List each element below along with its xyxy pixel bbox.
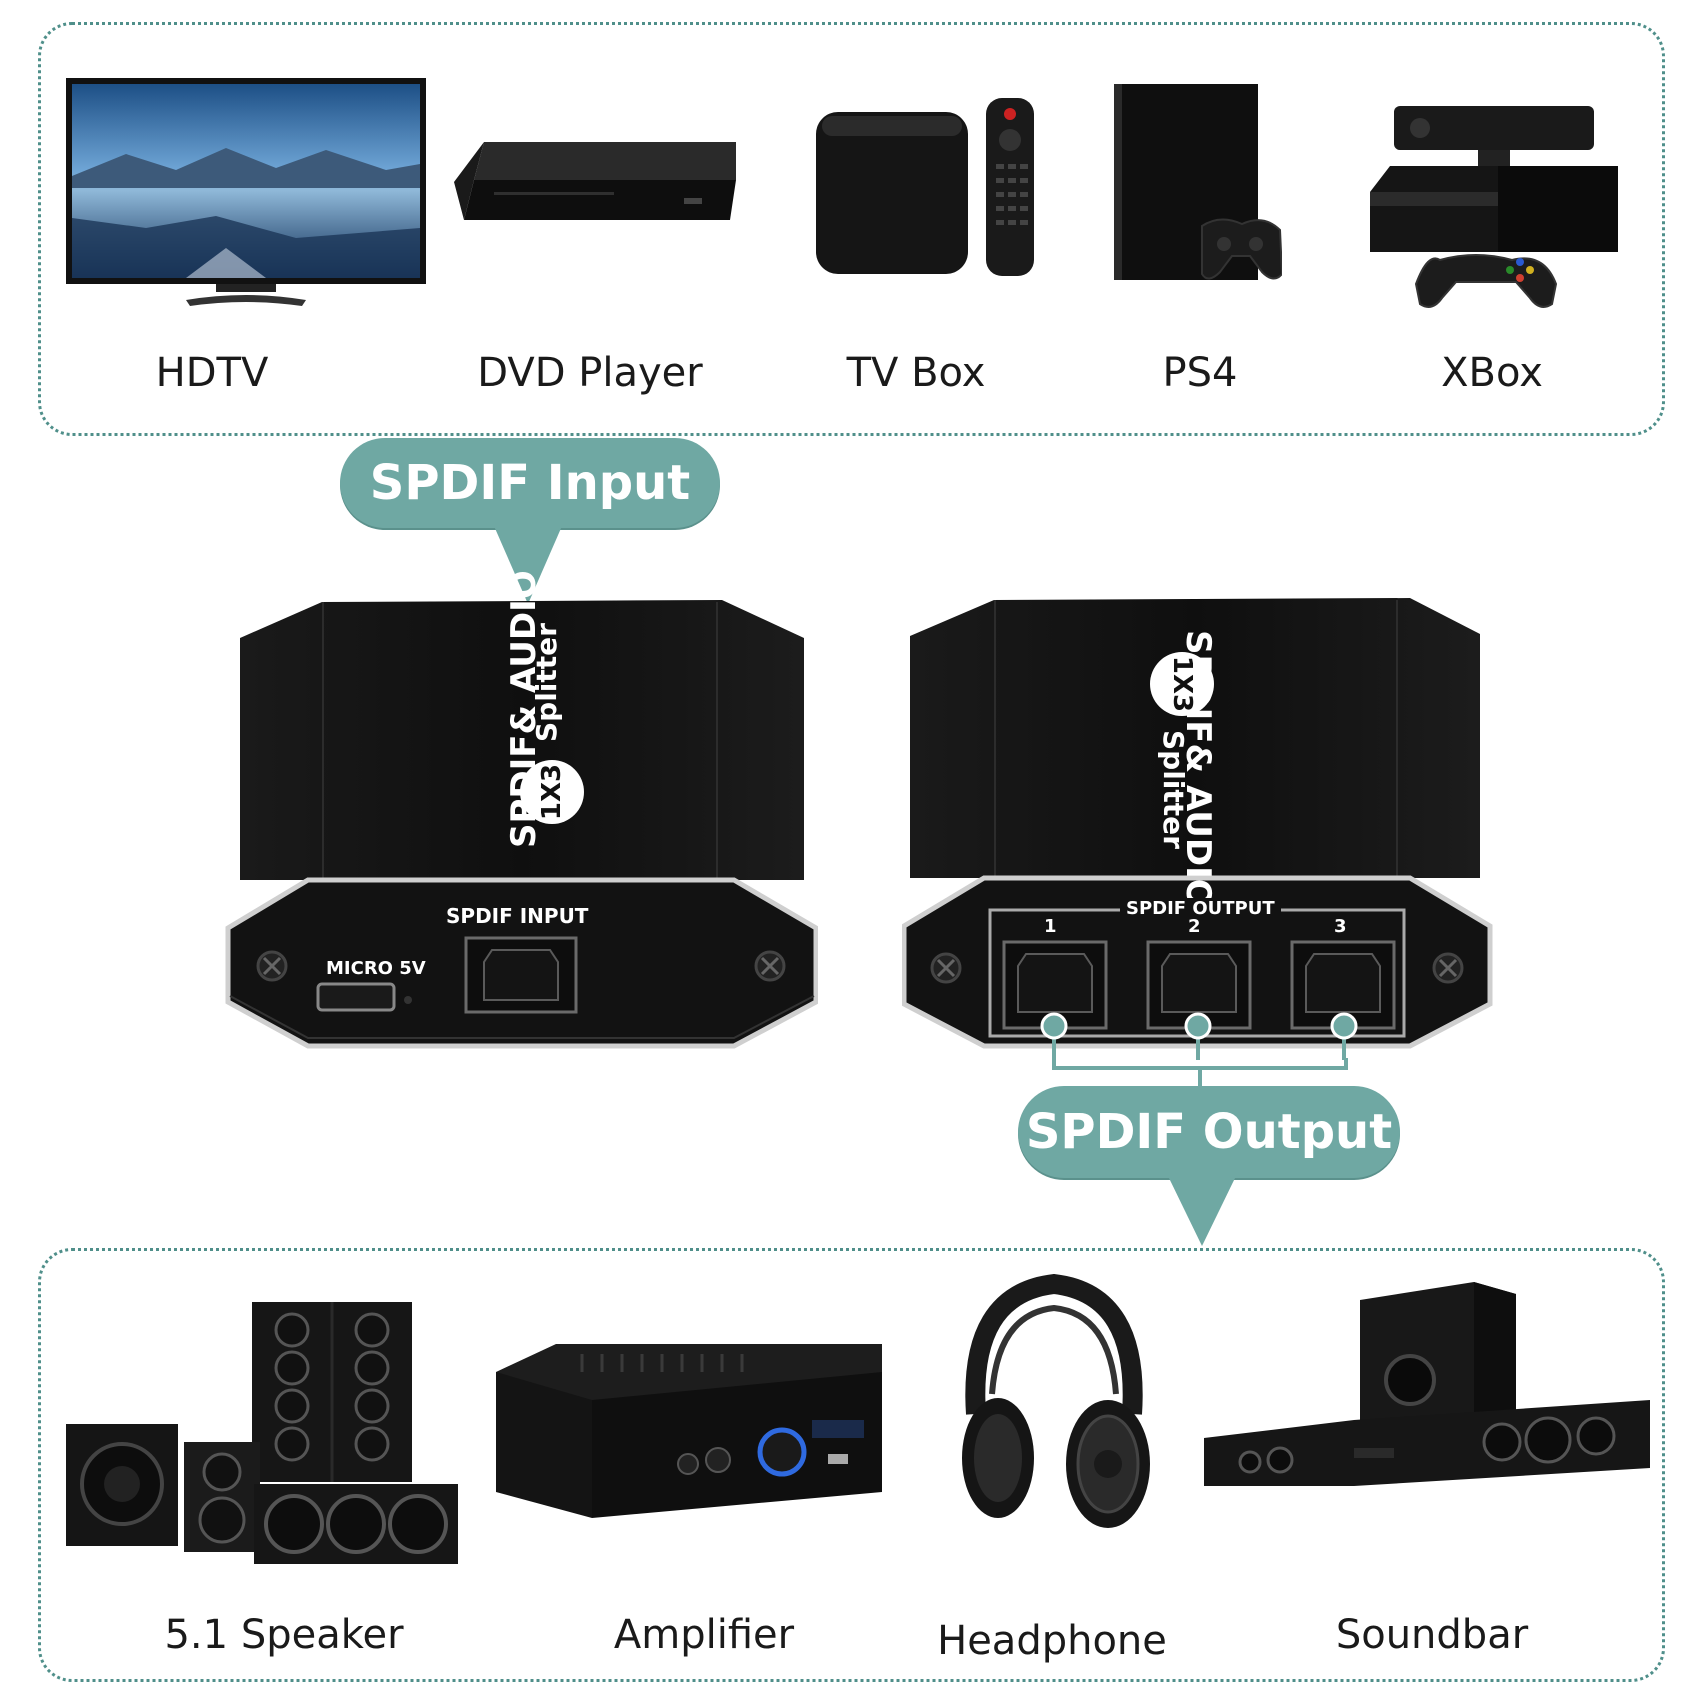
- source-label-ps4: PS4: [1162, 350, 1238, 396]
- spdif-output-port-3[interactable]: [1292, 942, 1394, 1028]
- spdif-output-callout-text: SPDIF Output: [1025, 1104, 1393, 1160]
- destination-label-soundbar: Soundbar: [1335, 1612, 1529, 1658]
- micro-usb-port[interactable]: [318, 984, 394, 1010]
- source-devices-panel: [38, 22, 1665, 436]
- input-brand-badge-text: 1X3: [537, 763, 567, 821]
- destination-label-headphone: Headphone: [937, 1618, 1167, 1664]
- speaker-5-1-icon: [66, 1302, 458, 1564]
- spdif-input-port-label: SPDIF INPUT: [446, 904, 589, 928]
- input-arrow-icon: [494, 526, 562, 604]
- spdif-output-port-1[interactable]: [1004, 942, 1106, 1028]
- source-label-hdtv: HDTV: [155, 350, 269, 396]
- spdif-input-port[interactable]: [466, 938, 576, 1012]
- output-connector-lines: [1052, 1058, 1348, 1088]
- hdtv-icon: [66, 78, 426, 306]
- tv-box-icon: [816, 98, 1034, 276]
- soundbar-icon: [1204, 1282, 1650, 1486]
- headphone-icon: [962, 1274, 1150, 1528]
- destination-label-5-1-speaker: 5.1 Speaker: [164, 1612, 404, 1658]
- splitter-input-side: [225, 600, 818, 1049]
- spdif-output-callout: SPDIF Output: [1018, 1086, 1400, 1178]
- output-brand-line2: Splitter: [1157, 730, 1190, 849]
- spdif-output-port-2[interactable]: [1148, 942, 1250, 1028]
- output-brand-badge: 1X3: [1150, 652, 1214, 716]
- output-port-3-number: 3: [1334, 916, 1347, 937]
- xbox-icon: [1370, 106, 1618, 308]
- source-label-tv-box: TV Box: [846, 350, 986, 396]
- input-brand-badge: 1X3: [520, 760, 584, 824]
- dvd-player-icon: [454, 142, 736, 220]
- destination-devices-panel: [38, 1248, 1665, 1682]
- spdif-input-callout: SPDIF Input: [340, 438, 720, 528]
- output-brand-badge-text: 1X3: [1167, 655, 1197, 713]
- destination-label-amplifier: Amplifier: [613, 1612, 795, 1658]
- source-label-dvd-player: DVD Player: [477, 350, 703, 396]
- output-arrow-icon: [1168, 1176, 1236, 1246]
- source-label-xbox: XBox: [1441, 350, 1543, 396]
- input-brand-splitter: Splitter: [530, 623, 563, 742]
- input-brand-line2: Splitter: [530, 623, 563, 742]
- ps4-icon: [1114, 84, 1282, 280]
- spdif-input-callout-text: SPDIF Input: [369, 455, 691, 511]
- micro-5v-label: MICRO 5V: [326, 958, 426, 979]
- output-port-2-number: 2: [1188, 916, 1201, 937]
- output-brand-splitter: Splitter: [1157, 730, 1190, 849]
- output-port-1-number: 1: [1044, 916, 1057, 937]
- splitter-output-side: [902, 598, 1493, 1060]
- spdif-output-port-label: SPDIF OUTPUT: [1120, 898, 1281, 919]
- amplifier-icon: [496, 1344, 882, 1518]
